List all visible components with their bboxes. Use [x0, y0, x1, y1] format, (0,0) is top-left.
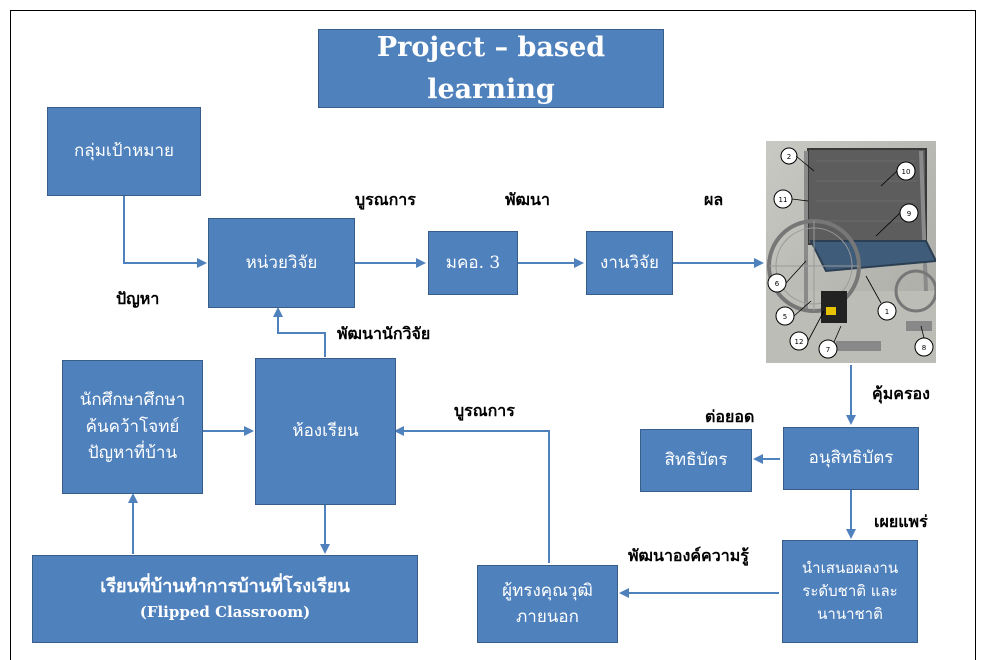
callout-5: 5: [783, 313, 787, 321]
label-problem: ปัญหา: [116, 289, 160, 308]
students-line-2: ค้นคว้าโจทย์: [85, 416, 180, 437]
patent-box: สิทธิบัตร: [640, 429, 752, 492]
students-line-1: นักศึกษาศึกษา: [79, 390, 186, 411]
callout-12: 12: [795, 338, 804, 346]
experts-line-2: ภายนอก: [516, 607, 579, 627]
presentation-box: นำเสนอผลงาน ระดับชาติ และ นานาชาติ: [782, 540, 918, 643]
arrow-target-to-unit: [123, 195, 207, 268]
students-box: นักศึกษาศึกษา ค้นคว้าโจทย์ ปัญหาที่บ้าน: [62, 360, 203, 494]
experts-box: ผู้ทรงคุณวุฒิ ภายนอก: [477, 565, 618, 643]
presentation-line-1: นำเสนอผลงาน: [801, 558, 899, 577]
experts-line-1: ผู้ทรงคุณวุฒิ: [502, 580, 593, 601]
wheelchair-photo: 2 10 11 9 6 1 5 12 7 8: [766, 141, 936, 363]
label-protect: คุ้มครอง: [872, 384, 930, 403]
flipped-classroom-box: เรียนที่บ้านทำการบ้านที่โรงเรียน (Flippe…: [32, 555, 418, 643]
presentation-line-2: ระดับชาติ และ: [802, 581, 898, 600]
flipped-line-2: (Flipped Classroom): [139, 603, 311, 622]
petty-patent-box: อนุสิทธิบัตร: [783, 427, 919, 490]
label-develop: พัฒนา: [505, 190, 550, 209]
callout-6: 6: [775, 280, 780, 288]
label-integrate-2: บูรณการ: [454, 401, 515, 420]
research-work-box: งานวิจัย: [586, 231, 673, 295]
mko3-box: มคอ. 3: [428, 231, 518, 295]
arrow-classroom-to-unit: [273, 307, 326, 357]
arrow-experts-to-classroom: [394, 426, 550, 563]
diagram-frame: [10, 10, 976, 660]
label-integrate-1: บูรณการ: [355, 190, 416, 209]
label-result: ผล: [704, 190, 724, 209]
callout-10: 10: [902, 168, 911, 176]
target-group-box: กลุ่มเป้าหมาย: [47, 107, 201, 196]
wheelchair-image: 2 10 11 9 6 1 5 12 7 8: [766, 141, 936, 363]
callout-11: 11: [779, 196, 788, 204]
callout-1: 1: [885, 308, 889, 316]
research-unit-box: หน่วยวิจัย: [208, 218, 355, 308]
label-develop-researcher: พัฒนานักวิจัย: [337, 324, 431, 343]
presentation-line-3: นานาชาติ: [817, 605, 883, 624]
diagram-title: Project – based learning: [318, 29, 664, 108]
flipped-line-1: เรียนที่บ้านทำการบ้านที่โรงเรียน: [100, 576, 350, 598]
callout-9: 9: [907, 210, 911, 218]
label-develop-knowledge: พัฒนาองค์ความรู้: [628, 546, 749, 565]
classroom-box: ห้องเรียน: [255, 358, 396, 505]
callout-7: 7: [826, 346, 830, 354]
callout-8: 8: [922, 344, 926, 352]
label-disseminate: เผยแพร่: [874, 512, 928, 531]
label-extend: ต่อยอด: [705, 407, 755, 426]
students-line-3: ปัญหาที่บ้าน: [87, 443, 178, 464]
callout-2: 2: [787, 153, 791, 161]
